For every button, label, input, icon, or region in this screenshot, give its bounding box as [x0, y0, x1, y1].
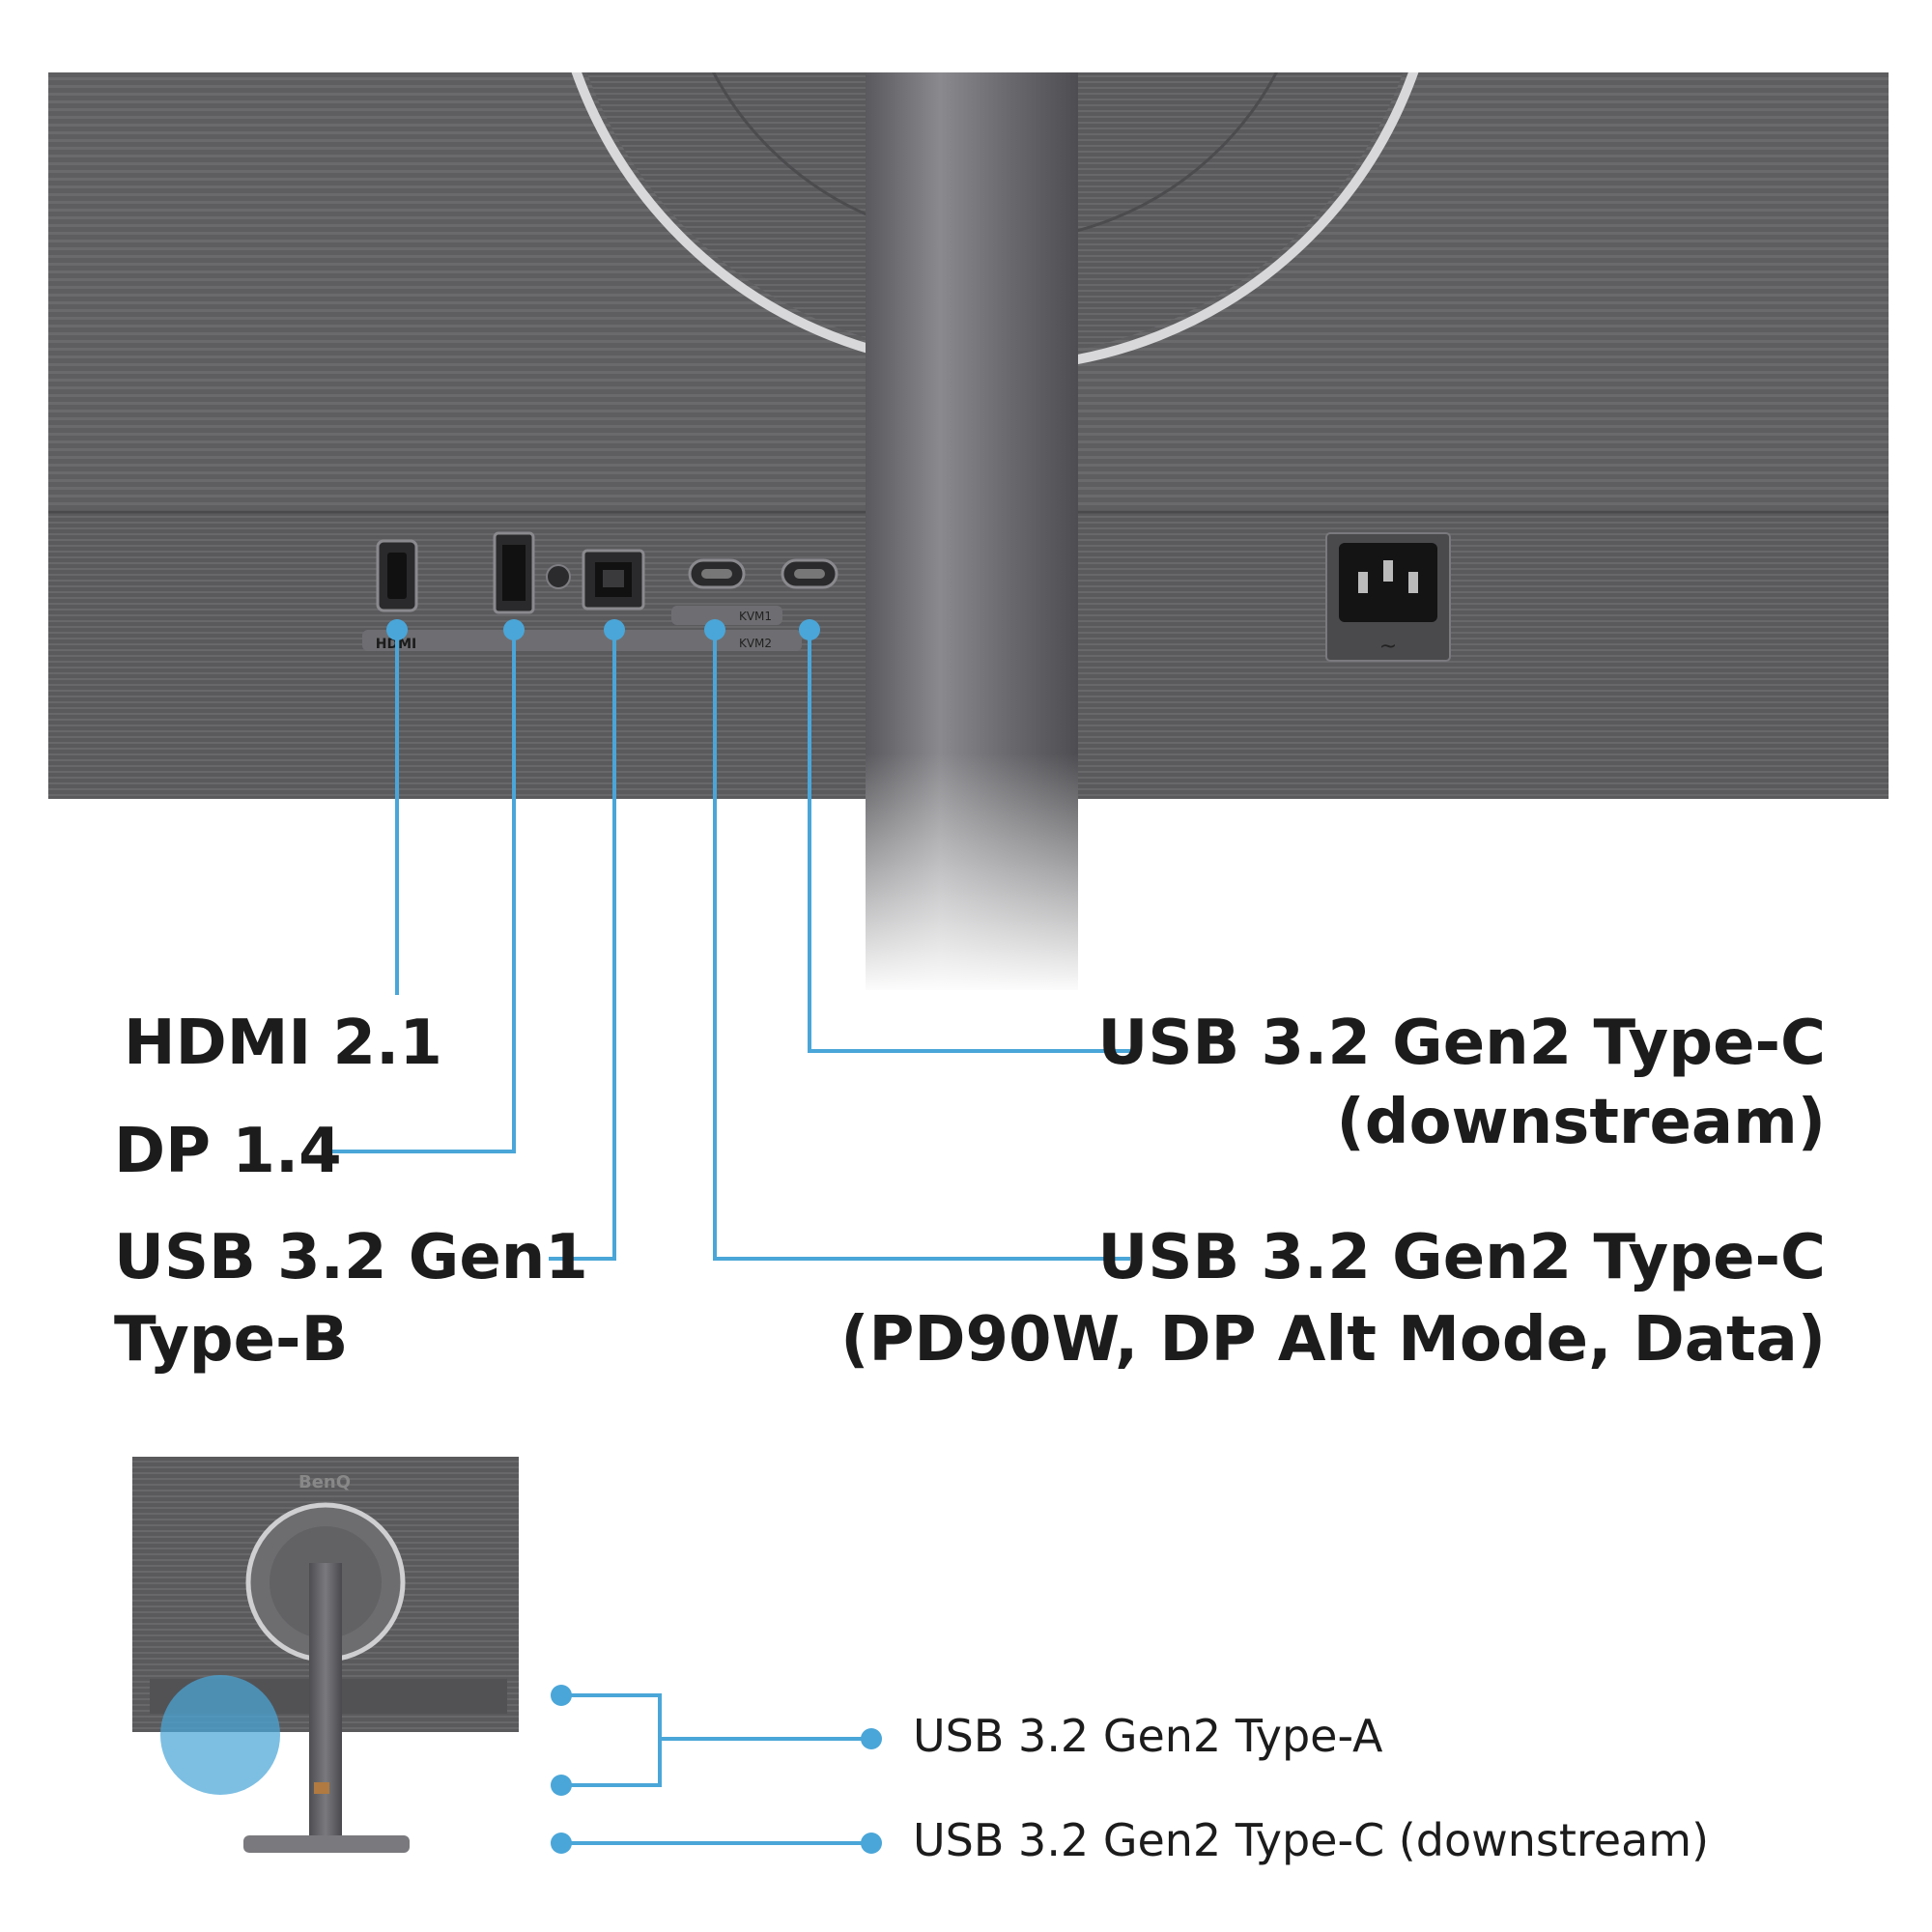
port-zone-highlight: [160, 1675, 280, 1795]
side-port-lines: [561, 1693, 871, 1845]
power-mark: ~: [1379, 635, 1397, 659]
usb-c-port-downstream: [781, 558, 838, 589]
side-type-a-label: USB 3.2 Gen2 Type-A: [913, 1710, 1383, 1762]
usb-b-leader: [549, 630, 616, 1261]
brand-logo: BenQ: [298, 1472, 351, 1492]
hdmi-callout: HDMI 2.1: [124, 1008, 442, 1079]
displayport-port: [493, 531, 535, 614]
dp-callout: DP 1.4: [114, 1116, 342, 1187]
usb-b-port: [582, 549, 645, 611]
usbc-pd-leader: [713, 630, 1130, 1261]
dp-leader: [327, 630, 516, 1153]
usbc-down-callout-line1: USB 3.2 Gen2 Type-C: [1097, 1008, 1826, 1079]
thumbnail-monitor: BenQ: [132, 1457, 519, 1853]
callout-dots: [386, 619, 820, 640]
kvm1-mark: KVM1: [739, 610, 772, 623]
stand-column: [866, 72, 1078, 995]
hdmi-port: [376, 539, 418, 612]
usb-c-port-kvm2: [688, 558, 746, 589]
kvm2-mark: KVM2: [739, 637, 772, 650]
callout-lines: [327, 630, 1130, 1261]
side-port-dots: [551, 1685, 882, 1854]
usb-b-callout-line2: Type-B: [114, 1304, 349, 1376]
usb-b-callout-line1: USB 3.2 Gen1: [114, 1222, 588, 1293]
usbc-down-leader: [808, 630, 1130, 1053]
usbc-down-callout-line2: (downstream): [1336, 1087, 1827, 1158]
port-label-strip: [362, 630, 802, 651]
power-inlet: [1325, 532, 1451, 662]
kvm1-strip: [671, 606, 782, 625]
usbc-pd-callout-line2: (PD90W, DP Alt Mode, Data): [840, 1304, 1826, 1376]
audio-jack: [546, 564, 571, 589]
usbc-pd-callout-line1: USB 3.2 Gen2 Type-C: [1097, 1222, 1826, 1293]
side-type-c-label: USB 3.2 Gen2 Type-C (downstream): [913, 1814, 1710, 1866]
